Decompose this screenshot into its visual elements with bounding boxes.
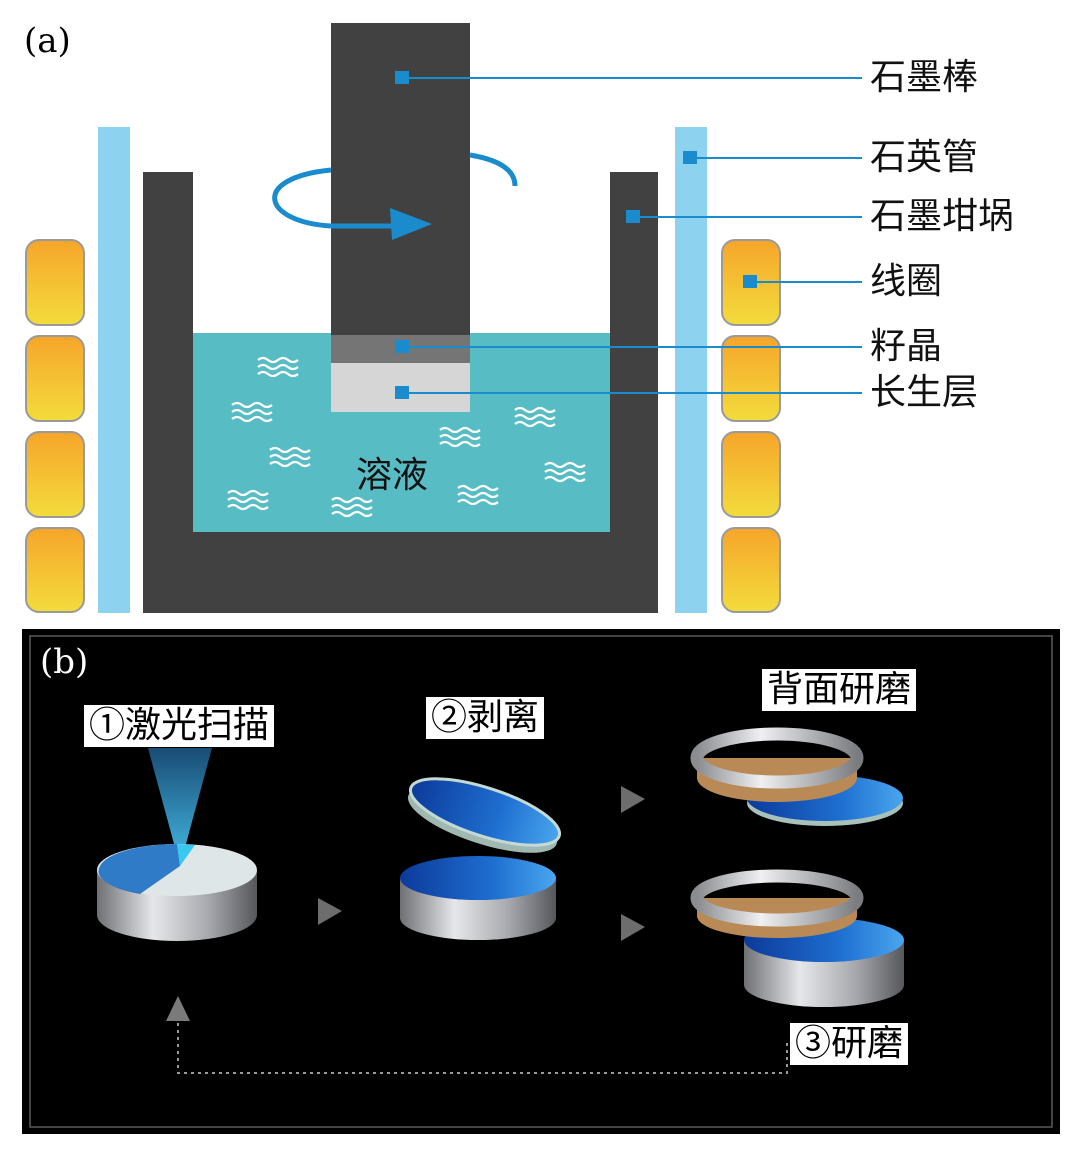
solution-wave-marks <box>227 356 586 518</box>
step-arrow-1 <box>318 898 342 925</box>
callout-seed-crystal: 籽晶 <box>870 326 943 367</box>
ingot-after-peel <box>400 856 556 940</box>
panel-a-letter: (a) <box>24 21 71 61</box>
ingot-laser-scan <box>97 844 257 941</box>
callout-growth-layer: 长生层 <box>870 372 979 413</box>
coil-right <box>721 239 781 613</box>
panel-b-letter: (b) <box>40 642 89 682</box>
callout-coil: 线圈 <box>870 261 943 302</box>
rotation-arrow <box>272 152 518 240</box>
callout-graphite-rod: 石墨棒 <box>870 57 979 98</box>
quartz-tube-left <box>98 127 130 613</box>
solution-label: 溶液 <box>356 455 429 496</box>
recycle-arrow <box>166 996 788 1074</box>
peeled-wafer <box>407 777 562 853</box>
step-arrow-3 <box>621 914 645 941</box>
callout-quartz-tube: 石英管 <box>870 137 979 178</box>
step-peel-label: ②剥离 <box>426 697 545 739</box>
grinding-ring-top <box>690 727 864 802</box>
coil-left <box>25 239 85 613</box>
callout-graphite-crucible: 石墨坩埚 <box>870 196 1015 237</box>
step-laser-scan-label: ①激光扫描 <box>84 705 275 747</box>
step-back-grind-label: 背面研磨 <box>762 669 917 711</box>
step-arrow-2 <box>621 786 645 813</box>
callout-lines <box>402 77 862 394</box>
callout-markers <box>395 71 757 399</box>
panel-a-diagram <box>25 23 862 613</box>
quartz-tube-right <box>675 127 707 613</box>
graphite-crucible <box>143 172 658 613</box>
grinding-ring-bottom <box>690 869 864 938</box>
graphite-rod <box>331 23 470 335</box>
laser-beam <box>148 748 212 866</box>
step-grind-label: ③研磨 <box>790 1023 909 1065</box>
